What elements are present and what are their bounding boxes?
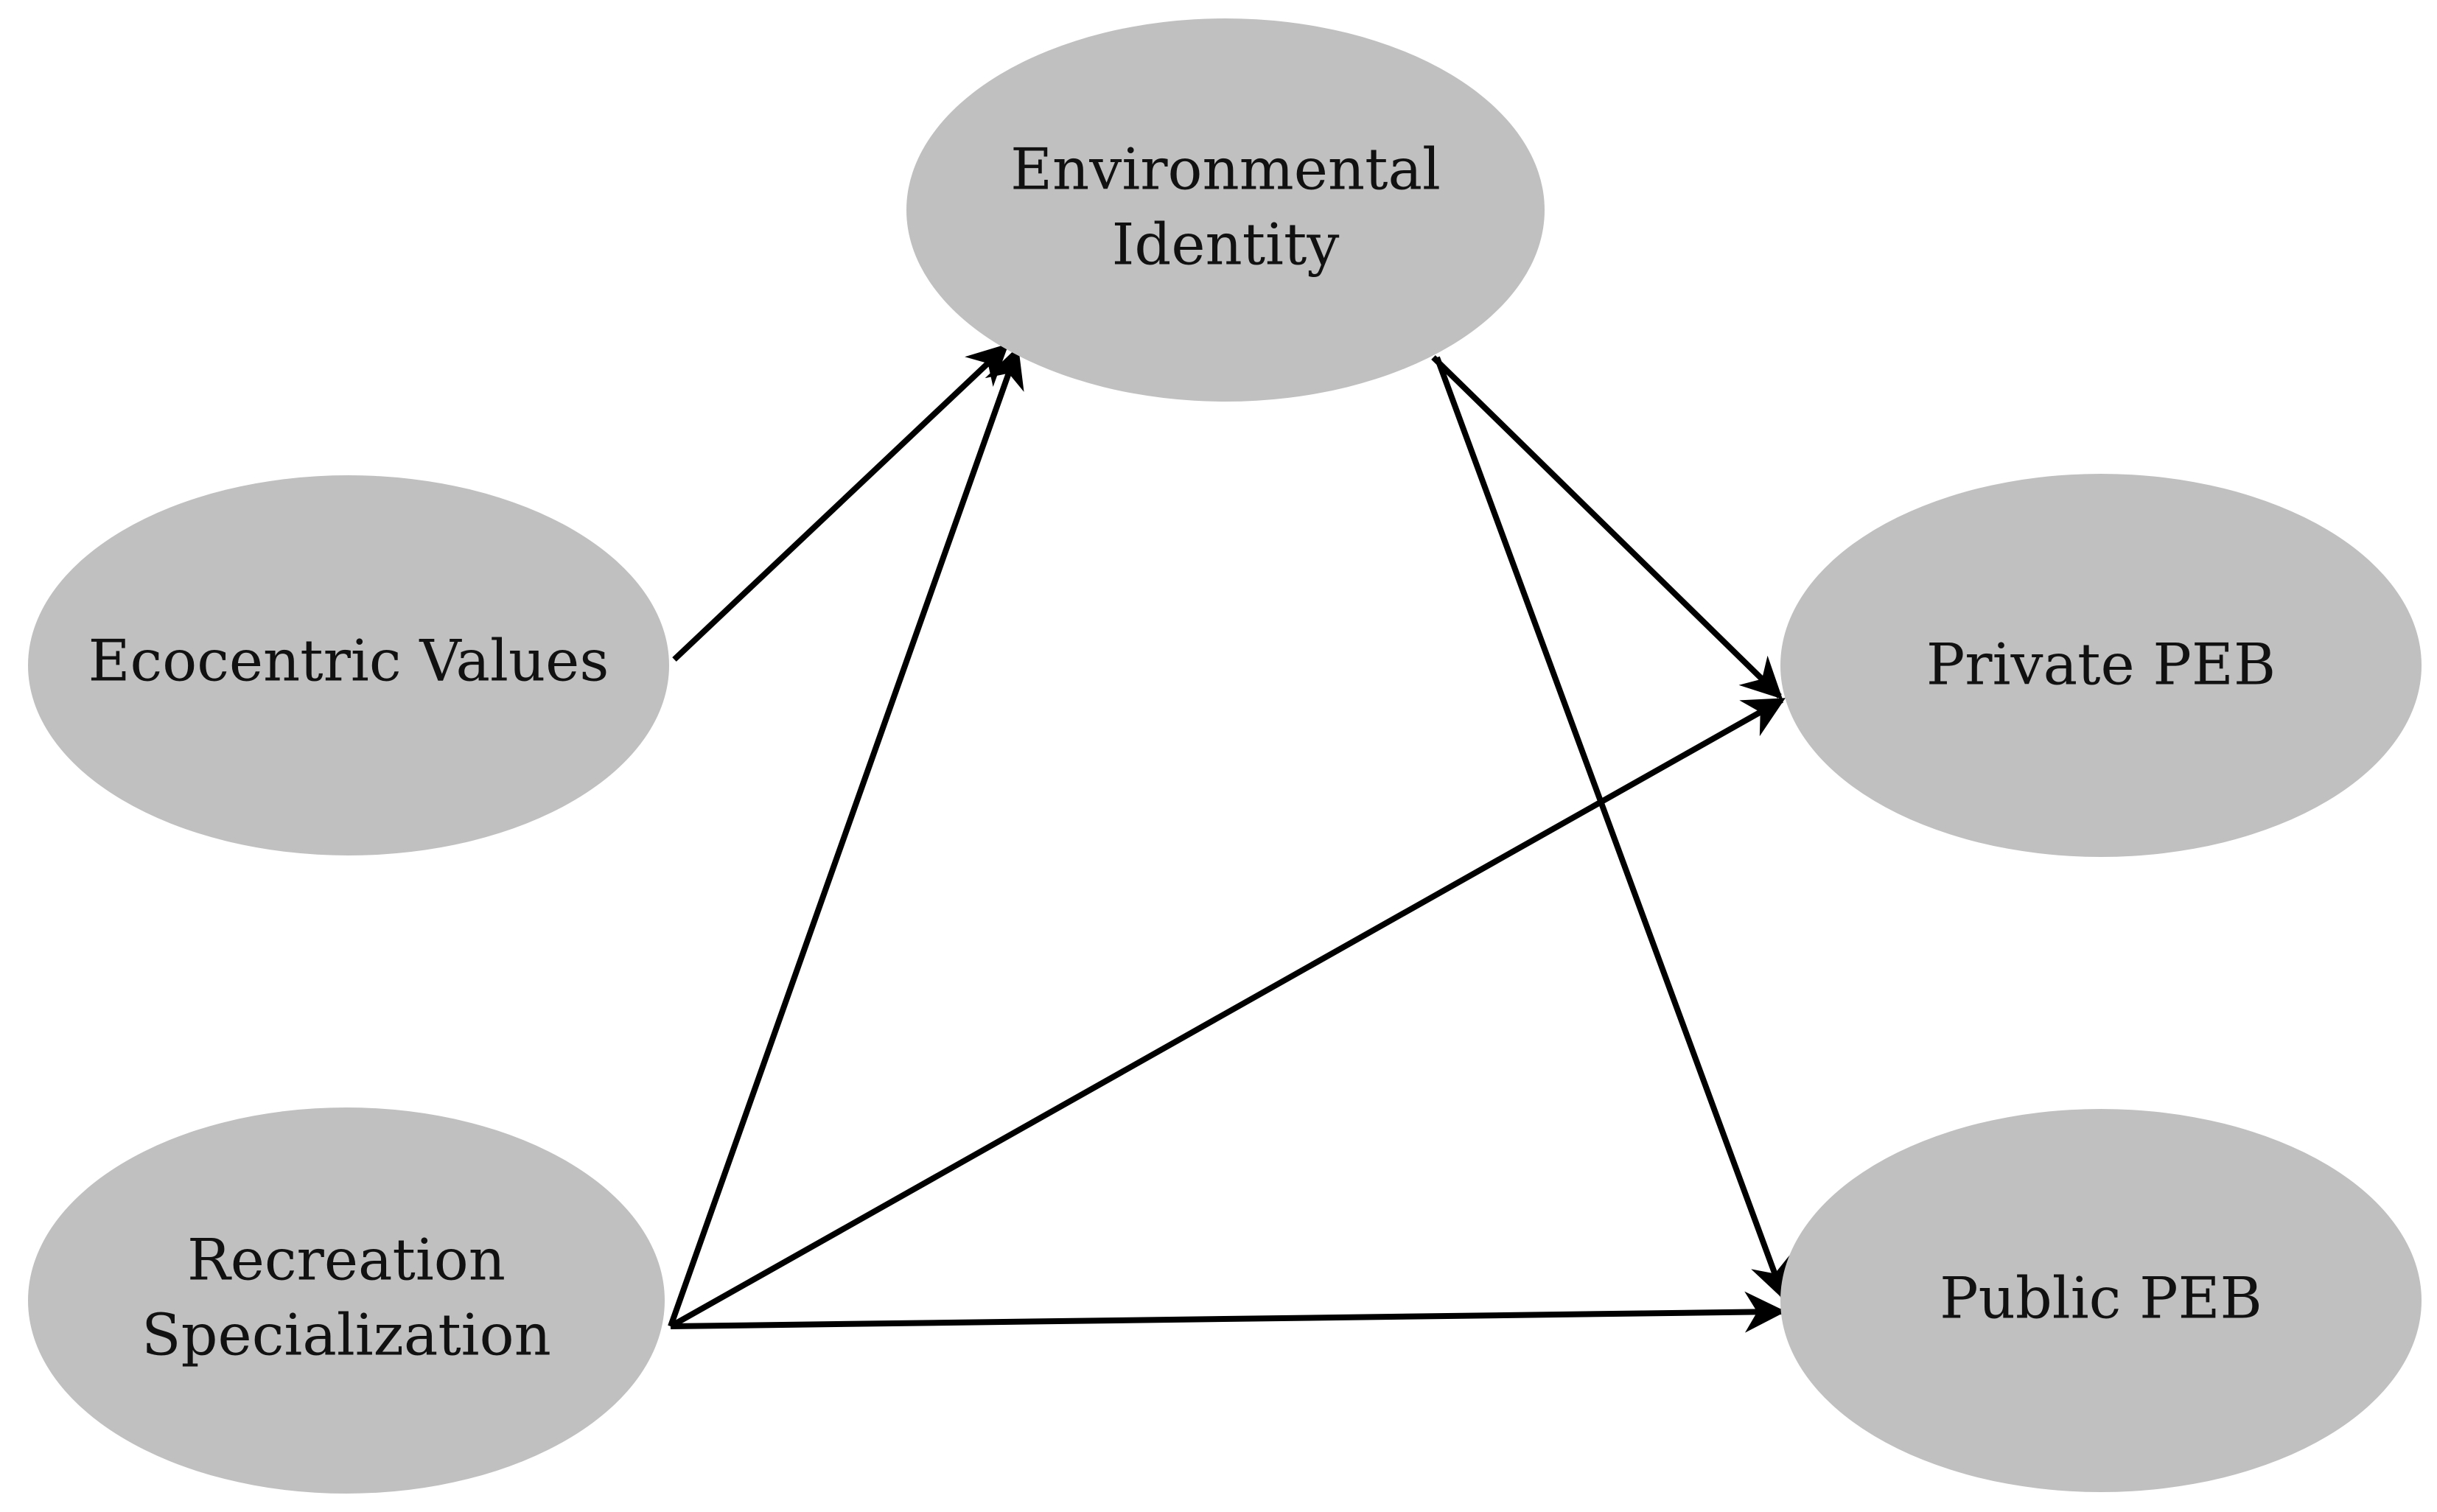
node-public-peb: Public PEB — [1780, 1109, 2422, 1492]
edge-recreation-specialization-to-private-peb — [669, 697, 1786, 1329]
node-label: Environmental — [1010, 137, 1441, 203]
node-label: Specialization — [141, 1303, 551, 1369]
node-shape — [1780, 474, 2422, 857]
node-shape — [906, 18, 1545, 402]
node-private-peb: Private PEB — [1780, 474, 2422, 857]
node-shape — [1780, 1109, 2422, 1492]
edge-environmental-identity-to-private-peb — [1431, 355, 1783, 699]
node-environmental-identity: Environmental Identity — [906, 18, 1545, 402]
node-label: Recreation — [187, 1228, 506, 1294]
node-label: Private PEB — [1926, 632, 2276, 699]
edges — [668, 343, 1790, 1333]
node-label: Identity — [1112, 212, 1340, 279]
node-recreation-specialization: Recreation Specialization — [28, 1107, 665, 1494]
node-label: Public PEB — [1940, 1266, 2262, 1332]
node-label: Ecocentric Values — [88, 629, 609, 695]
edge-ecocentric-values-to-environmental-identity — [672, 343, 1010, 662]
node-shape — [28, 475, 669, 855]
node-shape — [28, 1107, 665, 1494]
node-ecocentric-values: Ecocentric Values — [28, 475, 669, 855]
edge-recreation-specialization-to-public-peb — [670, 1291, 1786, 1333]
edge-environmental-identity-to-public-peb — [1434, 356, 1790, 1301]
edge-recreation-specialization-to-environmental-identity — [668, 346, 1024, 1328]
